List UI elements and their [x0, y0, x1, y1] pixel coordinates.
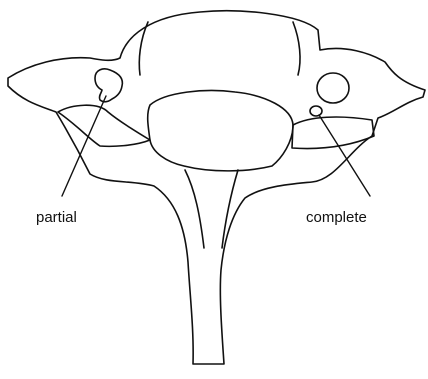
partial-label: partial: [36, 209, 77, 226]
vertebra-outline: [8, 11, 425, 364]
partial-foramen: [95, 69, 122, 102]
complete-label: complete: [306, 209, 367, 226]
left-lamina-line: [185, 170, 204, 248]
complete-foramen: [310, 106, 322, 116]
vertebral-body: [148, 91, 293, 171]
complete-leader-line: [319, 115, 370, 196]
right-transverse-foramen: [317, 73, 349, 103]
right-lamina-line: [222, 170, 238, 248]
right-arch-line: [293, 22, 300, 75]
